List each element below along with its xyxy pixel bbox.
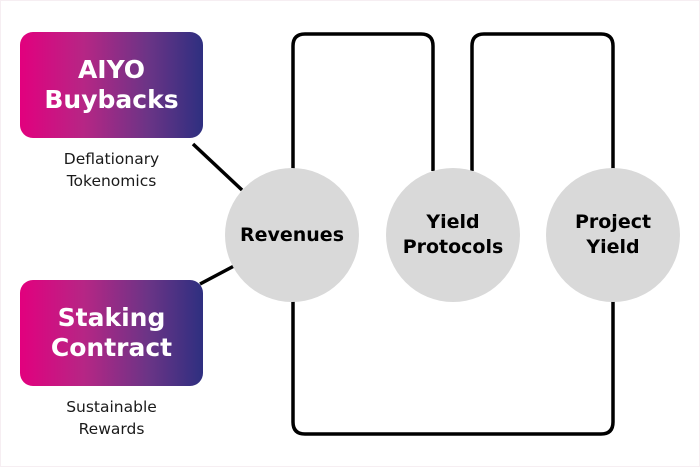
box-title-line: AIYO: [77, 55, 146, 84]
node-label-line: Yield: [586, 236, 640, 258]
edge-yield-protocols-project-yield-top-loop: [470, 32, 615, 171]
staking-contract-box: Staking Contract: [20, 280, 203, 386]
node-label-line: Project: [574, 211, 652, 233]
caption-line: Tokenomics: [66, 172, 157, 190]
node-label-line: Revenues: [239, 223, 345, 246]
revenues-node: Revenues: [225, 168, 359, 302]
edge-revenues-project-yield-bottom-loop: [291, 299, 615, 436]
aiyo-buybacks-caption: Deflationary Tokenomics: [20, 148, 203, 192]
box-title-line: Staking: [57, 303, 166, 332]
project-yield-node: Project Yield: [546, 168, 680, 302]
caption-line: Deflationary: [63, 150, 160, 168]
staking-contract-caption: Sustainable Rewards: [20, 396, 203, 440]
node-label-line: Yield: [426, 211, 480, 233]
yield-protocols-node: Yield Protocols: [386, 168, 520, 302]
caption-line: Rewards: [78, 420, 145, 438]
edge-buybacks-revenues: [191, 142, 244, 192]
node-label-line: Protocols: [402, 236, 504, 258]
box-title-line: Buybacks: [44, 85, 179, 114]
aiyo-buybacks-box: AIYO Buybacks: [20, 32, 203, 138]
caption-line: Sustainable: [66, 398, 157, 416]
edge-revenues-yield-protocols-top-loop: [291, 32, 435, 171]
box-title-line: Contract: [50, 333, 173, 362]
edge-staking-revenues: [199, 264, 235, 286]
